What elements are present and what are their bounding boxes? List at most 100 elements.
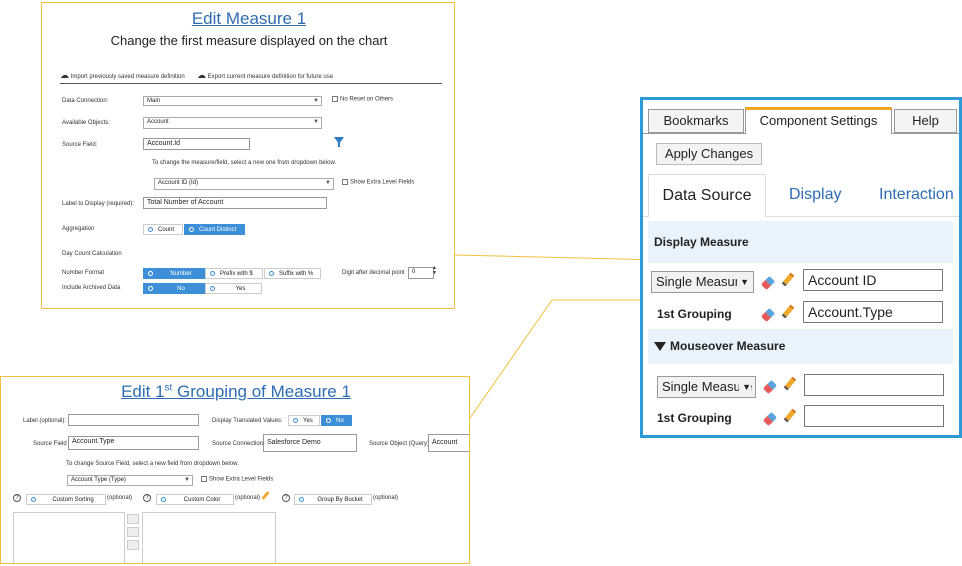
radio-icon xyxy=(299,497,304,502)
chevron-down-icon: ▼ xyxy=(325,180,331,186)
radio-icon xyxy=(326,418,331,423)
move-up-button[interactable] xyxy=(127,514,139,524)
custom-color-row: ? xyxy=(143,494,151,502)
no-reset-checkbox[interactable]: No Reset on Others xyxy=(332,96,393,103)
change-hint: To change Source Field, select a new fie… xyxy=(66,461,239,467)
label-display-label: Label to Display (required): xyxy=(62,201,135,207)
source-field-label: Source Field: xyxy=(62,142,98,148)
pencil-icon[interactable] xyxy=(781,272,795,287)
translated-no[interactable]: No xyxy=(321,415,352,426)
custom-color-toggle[interactable]: Custom Color xyxy=(156,494,234,505)
data-connection-select[interactable]: Main▼ xyxy=(143,96,322,106)
subtab-interaction[interactable]: Interaction xyxy=(879,186,954,203)
sorting-list[interactable] xyxy=(13,512,125,563)
pencil-icon[interactable] xyxy=(783,408,797,423)
tab-help[interactable]: Help xyxy=(894,109,957,133)
help-icon[interactable]: ? xyxy=(143,494,151,502)
panel-title[interactable]: Edit Measure 1 xyxy=(191,9,307,28)
source-object-label: Source Object (Query): xyxy=(369,441,431,447)
display-translated-label: Display Translated Values: xyxy=(212,418,283,424)
optional-text: (optional) xyxy=(373,495,399,501)
mouseover-type-select[interactable]: Single Measure ▼ xyxy=(657,376,756,398)
archived-yes[interactable]: Yes xyxy=(205,283,262,294)
source-field-input[interactable]: Account.Id xyxy=(143,138,250,150)
color-list[interactable] xyxy=(142,512,276,563)
grouping-field-select[interactable]: Account Type (Type)▼ xyxy=(67,475,193,486)
stepper-arrows-icon[interactable]: ▲▼ xyxy=(432,265,437,276)
eraser-icon[interactable] xyxy=(762,379,778,395)
format-prefix-dollar[interactable]: Prefix with $ xyxy=(205,268,263,279)
radio-icon xyxy=(148,271,153,276)
radio-icon xyxy=(293,418,298,423)
move-bottom-button[interactable] xyxy=(127,540,139,550)
filter-icon[interactable] xyxy=(334,137,344,144)
available-objects-label: Available Objects: xyxy=(62,120,110,126)
collapse-triangle-icon[interactable] xyxy=(654,342,666,352)
change-hint: To change the measure/field, select a ne… xyxy=(152,160,337,166)
source-connection-label: Source Connection: xyxy=(212,441,265,447)
measure-type-select[interactable]: Single Measure ▼ xyxy=(651,271,754,293)
export-definition[interactable]: ☁ Export current measure definition for … xyxy=(197,70,334,80)
display-measure-header: Display Measure xyxy=(648,221,953,263)
cloud-upload-icon: ☁ xyxy=(60,70,69,80)
day-count-label: Day Count Calculation xyxy=(62,251,122,257)
pencil-icon[interactable] xyxy=(261,491,270,500)
chevron-down-icon: ▼ xyxy=(184,477,190,483)
measure-value-input[interactable]: Account ID xyxy=(803,269,943,291)
format-number[interactable]: Number xyxy=(143,268,205,279)
eraser-icon[interactable] xyxy=(760,275,776,291)
grouping-value-input[interactable]: Account.Type xyxy=(803,301,943,323)
radio-icon xyxy=(148,286,153,291)
component-settings-panel: Bookmarks Component Settings Help Apply … xyxy=(640,97,962,438)
subtab-display[interactable]: Display xyxy=(789,186,842,203)
apply-changes-button[interactable]: Apply Changes xyxy=(656,143,762,165)
radio-icon xyxy=(148,227,153,232)
import-definition[interactable]: ☁ Import previously saved measure defini… xyxy=(60,70,185,80)
tab-bookmarks[interactable]: Bookmarks xyxy=(648,109,744,133)
label-optional-input[interactable] xyxy=(68,414,199,426)
optional-text: (optional) xyxy=(107,495,133,501)
format-suffix-percent[interactable]: Suffix with % xyxy=(264,268,321,279)
checkbox-box xyxy=(332,96,338,102)
source-connection-input[interactable]: Salesforce Demo xyxy=(263,434,357,452)
radio-icon xyxy=(189,227,194,232)
help-icon[interactable]: ? xyxy=(282,494,290,502)
pencil-icon[interactable] xyxy=(781,304,795,319)
custom-sorting-toggle[interactable]: Custom Sorting xyxy=(26,494,106,505)
show-extra-checkbox[interactable]: Show Extra Level Fields xyxy=(201,476,273,483)
pencil-icon[interactable] xyxy=(783,376,797,391)
available-objects-select[interactable]: Account▼ xyxy=(143,117,322,129)
filter-icon-stem xyxy=(338,143,340,147)
translated-yes[interactable]: Yes xyxy=(288,415,320,426)
radio-icon xyxy=(210,286,215,291)
mouseover-value-input[interactable] xyxy=(804,374,944,396)
tab-component-settings[interactable]: Component Settings xyxy=(745,107,892,134)
digit-label: Digit after decimal point xyxy=(342,270,405,276)
help-icon[interactable]: ? xyxy=(13,494,21,502)
dropdown-arrow-icon: ▼ xyxy=(739,377,751,397)
grouping-panel-title[interactable]: Edit 1st Grouping of Measure 1 xyxy=(121,382,351,401)
archived-no[interactable]: No xyxy=(143,283,205,294)
custom-sorting-row: ? xyxy=(13,494,21,502)
label-display-input[interactable]: Total Number of Account xyxy=(143,197,327,209)
eraser-icon[interactable] xyxy=(762,411,778,427)
panel-subtitle: Change the first measure displayed on th… xyxy=(110,33,388,48)
subtab-data-source[interactable]: Data Source xyxy=(648,174,766,217)
source-field-input[interactable]: Account.Type xyxy=(68,436,199,450)
cloud-download-icon: ☁ xyxy=(197,70,206,80)
digit-stepper[interactable]: 0 xyxy=(408,267,434,279)
archived-label: Include Archived Data xyxy=(62,285,121,291)
eraser-icon[interactable] xyxy=(760,307,776,323)
aggregation-count[interactable]: Count xyxy=(143,224,183,235)
edit-measure-panel: Edit Measure 1 Change the first measure … xyxy=(41,2,455,309)
show-extra-checkbox[interactable]: Show Extra Level Fields xyxy=(342,179,414,186)
subtab-line xyxy=(643,216,959,217)
radio-icon xyxy=(31,497,36,502)
group-by-bucket-toggle[interactable]: Group By Bucket xyxy=(294,494,372,505)
source-object-input[interactable]: Account xyxy=(428,434,469,452)
aggregation-count-distinct[interactable]: Count Distinct xyxy=(184,224,245,235)
mouseover-grouping-input[interactable] xyxy=(804,405,944,427)
move-down-button[interactable] xyxy=(127,527,139,537)
field-select[interactable]: Account ID (Id)▼ xyxy=(154,178,334,190)
mouseover-grouping-label: 1st Grouping xyxy=(657,411,732,425)
